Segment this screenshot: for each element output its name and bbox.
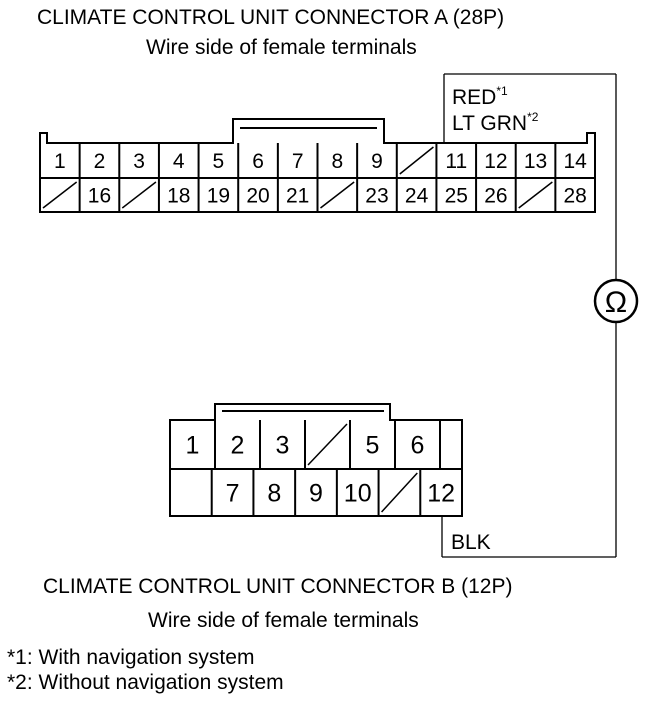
connector-a-terminal-20: 20: [246, 185, 269, 208]
connector-b-terminal-1: 1: [186, 432, 200, 460]
connector-a-terminal-1: 1: [54, 150, 66, 173]
footnote-2: *2: Without navigation system: [7, 671, 284, 694]
wire-label-blk: BLK: [451, 531, 491, 554]
connector-a-unused-slot: [320, 181, 355, 209]
connector-a-terminal-8: 8: [331, 150, 343, 173]
connector-a-terminal-11: 11: [445, 150, 467, 173]
connector-a-terminal-7: 7: [292, 150, 304, 173]
wire-label-red: RED*1: [452, 84, 508, 109]
connector-b-terminal-8: 8: [267, 480, 281, 508]
connector-b-terminal-9: 9: [309, 480, 323, 508]
connector-a-terminal-16: 16: [88, 185, 111, 208]
connector-a-terminal-18: 18: [167, 185, 190, 208]
connector-a-title: CLIMATE CONTROL UNIT CONNECTOR A (28P): [37, 6, 505, 29]
connector-a-subtitle: Wire side of female terminals: [146, 36, 417, 59]
connector-a-terminal-12: 12: [484, 150, 507, 173]
connector-a-terminal-14: 14: [563, 150, 587, 173]
connector-b-terminal-7: 7: [226, 480, 240, 508]
connector-a-unused-slot: [518, 181, 553, 209]
connector-b-subtitle: Wire side of female terminals: [148, 609, 419, 632]
footnote-1: *1: With navigation system: [7, 646, 255, 669]
connector-a-terminal-2: 2: [94, 150, 106, 173]
connector-a-terminal-21: 21: [286, 185, 309, 208]
connector-a-outline: [39, 118, 596, 213]
connector-a-unused-slot: [42, 181, 78, 209]
connector-b-terminal-12: 12: [427, 480, 455, 508]
connector-a-unused-slot: [121, 181, 157, 209]
connector-b-outline: [169, 403, 463, 517]
connector-a-terminal-5: 5: [213, 150, 225, 173]
connector-a-terminal-4: 4: [173, 150, 185, 173]
connector-a-terminal-6: 6: [252, 150, 264, 173]
connector-b-unused-slot: [381, 472, 418, 513]
connector-a-unused-slot: [399, 146, 434, 175]
connector-b-terminal-3: 3: [276, 432, 290, 460]
connector-a-terminal-28: 28: [563, 185, 586, 208]
connector-a-terminal-24: 24: [405, 185, 429, 208]
connector-b-terminal-6: 6: [411, 432, 425, 460]
connector-a-terminal-3: 3: [133, 150, 145, 173]
connector-b-terminal-5: 5: [366, 432, 380, 460]
connector-b-unused-slot: [307, 423, 348, 466]
connector-a-terminal-13: 13: [524, 150, 547, 173]
connector-b-terminal-10: 10: [344, 480, 372, 508]
connector-a-terminal-19: 19: [207, 185, 230, 208]
wire-label-lt-grn: LT GRN*2: [452, 110, 539, 135]
connector-b-terminal-2: 2: [231, 432, 245, 460]
connector-b-title: CLIMATE CONTROL UNIT CONNECTOR B (12P): [43, 575, 513, 598]
connector-a-terminal-9: 9: [371, 150, 383, 173]
ohmmeter-circle: [593, 278, 639, 324]
connector-a-terminal-25: 25: [445, 185, 468, 208]
connector-a-terminal-26: 26: [484, 185, 507, 208]
ohm-symbol: Ω: [605, 286, 627, 319]
connector-a-terminal-23: 23: [365, 185, 388, 208]
